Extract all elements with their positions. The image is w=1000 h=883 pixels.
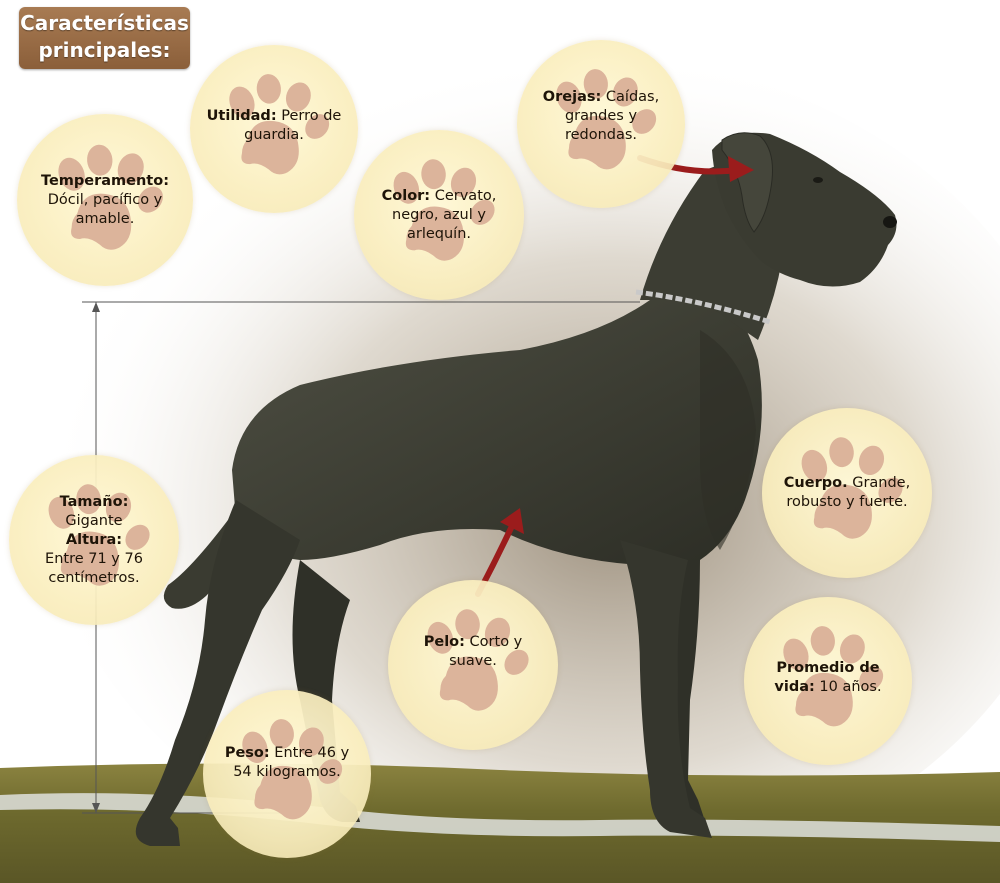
altura-label: Altura: xyxy=(65,531,123,548)
altura-text-2: centímetros. xyxy=(48,569,140,586)
bubble-temperamento: Temperamento: Dócil, pacífico y amable. xyxy=(17,114,193,286)
height-arrow-bottom-icon xyxy=(92,803,100,813)
color-text-2: negro, azul y xyxy=(392,206,486,223)
paw-print-icon xyxy=(393,159,495,261)
altura-text-1: Entre 71 y 76 xyxy=(45,550,143,567)
color-text-3: arlequín. xyxy=(406,225,472,242)
promedio-label-2: vida: xyxy=(774,679,815,695)
pelo-text-2: suave. xyxy=(449,653,497,669)
paw-print-icon xyxy=(783,625,883,727)
bubble-orejas: Orejas: Caídas, grandes y redondas. xyxy=(517,40,685,208)
title-line-1: Características xyxy=(20,11,189,35)
tamano-label: Tamaño: xyxy=(59,493,129,510)
promedio-text-1: 10 años. xyxy=(814,679,882,695)
bubble-utilidad: Utilidad: Perro de guardia. xyxy=(190,45,358,213)
paw-print-icon xyxy=(229,73,329,175)
cuerpo-label: Cuerpo. xyxy=(783,475,848,491)
bubble-cuerpo: Cuerpo. Grande, robusto y fuerte. xyxy=(762,408,932,578)
pelo-label: Pelo: xyxy=(423,634,465,650)
great-dane-dog xyxy=(135,132,897,846)
paw-print-icon xyxy=(242,718,342,820)
bubble-peso: Peso: Entre 46 y 54 kilogramos. xyxy=(203,690,371,858)
utilidad-text-1: Perro de xyxy=(276,108,342,124)
temperamento-text-1: Dócil, pacífico y xyxy=(47,191,163,208)
orejas-label: Orejas: xyxy=(542,89,602,105)
temperamento-text-2: amable. xyxy=(75,210,135,227)
coat-arrow-head-icon xyxy=(500,508,524,534)
title-line-2: principales: xyxy=(38,38,171,62)
height-arrow-top-icon xyxy=(92,302,100,312)
paw-print-icon xyxy=(57,144,163,250)
bubble-promedio-vida: Promedio de vida: 10 años. xyxy=(744,597,912,765)
peso-label: Peso: xyxy=(224,745,270,761)
tamano-value: Gigante xyxy=(65,512,123,529)
color-text-1: Cervato, xyxy=(430,187,497,204)
temperamento-label: Temperamento: xyxy=(40,172,169,189)
cuerpo-text-2: robusto y fuerte. xyxy=(786,494,908,510)
section-title: Características principales: xyxy=(19,7,190,69)
orejas-text-2: grandes y xyxy=(564,108,638,124)
utilidad-label: Utilidad: xyxy=(206,108,277,124)
peso-text-1: Entre 46 y xyxy=(269,745,350,761)
ear-arrow-head-icon xyxy=(728,156,754,182)
pelo-text-1: Corto y xyxy=(464,634,523,650)
color-label: Color: xyxy=(381,187,431,204)
orejas-text-3: redondas. xyxy=(564,127,638,143)
paw-print-icon xyxy=(48,484,150,586)
peso-text-2: 54 kilogramos. xyxy=(233,764,341,780)
cuerpo-text-1: Grande, xyxy=(847,475,911,491)
promedio-label-1: Promedio de xyxy=(776,660,880,676)
paw-print-icon xyxy=(556,68,656,170)
utilidad-text-2: guardia. xyxy=(244,127,304,143)
orejas-text-1: Caídas, xyxy=(601,89,660,105)
paw-print-icon xyxy=(427,609,529,711)
paw-print-icon xyxy=(801,437,903,539)
bubble-pelo: Pelo: Corto y suave. xyxy=(388,580,558,750)
bubble-color: Color: Cervato, negro, azul y arlequín. xyxy=(354,130,524,300)
bubble-tamano: Tamaño: Gigante Altura: Entre 71 y 76 ce… xyxy=(9,455,179,625)
